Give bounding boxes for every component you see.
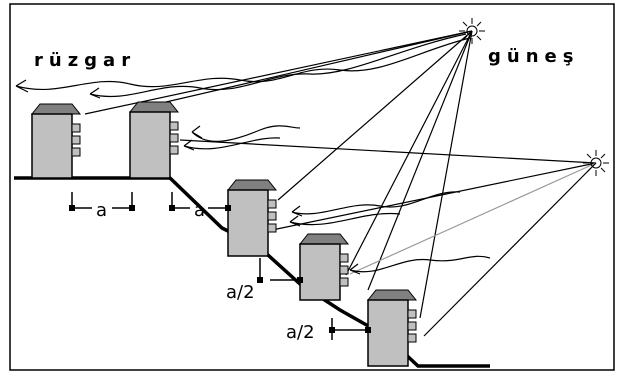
wind-arrows [15, 33, 491, 275]
building-icon [366, 289, 418, 367]
wind-arrow-icon [183, 137, 281, 151]
wind-arrow-icon [289, 212, 401, 227]
dimension-ticks [69, 205, 371, 333]
sun-rays [84, 30, 597, 337]
wind-label: rüzgar [34, 50, 136, 71]
sun-icon [583, 150, 609, 176]
wind-arrow-icon [349, 255, 491, 275]
dimension-lines [71, 192, 368, 340]
spacing-label-1: a [96, 200, 107, 221]
sun-label: güneş [488, 46, 579, 67]
building-icon [30, 103, 82, 179]
sun-icon [459, 18, 485, 44]
wind-arrow-icon [15, 37, 471, 93]
building-icon [128, 101, 180, 179]
spacing-label-2: a [194, 200, 205, 221]
half-spacing-label-1: a/2 [226, 282, 255, 303]
frame-border [9, 3, 615, 371]
half-spacing-label-2: a/2 [286, 322, 315, 343]
wind-arrow-icon [89, 33, 467, 99]
wind-arrow-icon [291, 191, 461, 217]
building-icon [226, 179, 278, 257]
wind-arrow-icon [191, 125, 301, 142]
building-icon [298, 233, 350, 301]
